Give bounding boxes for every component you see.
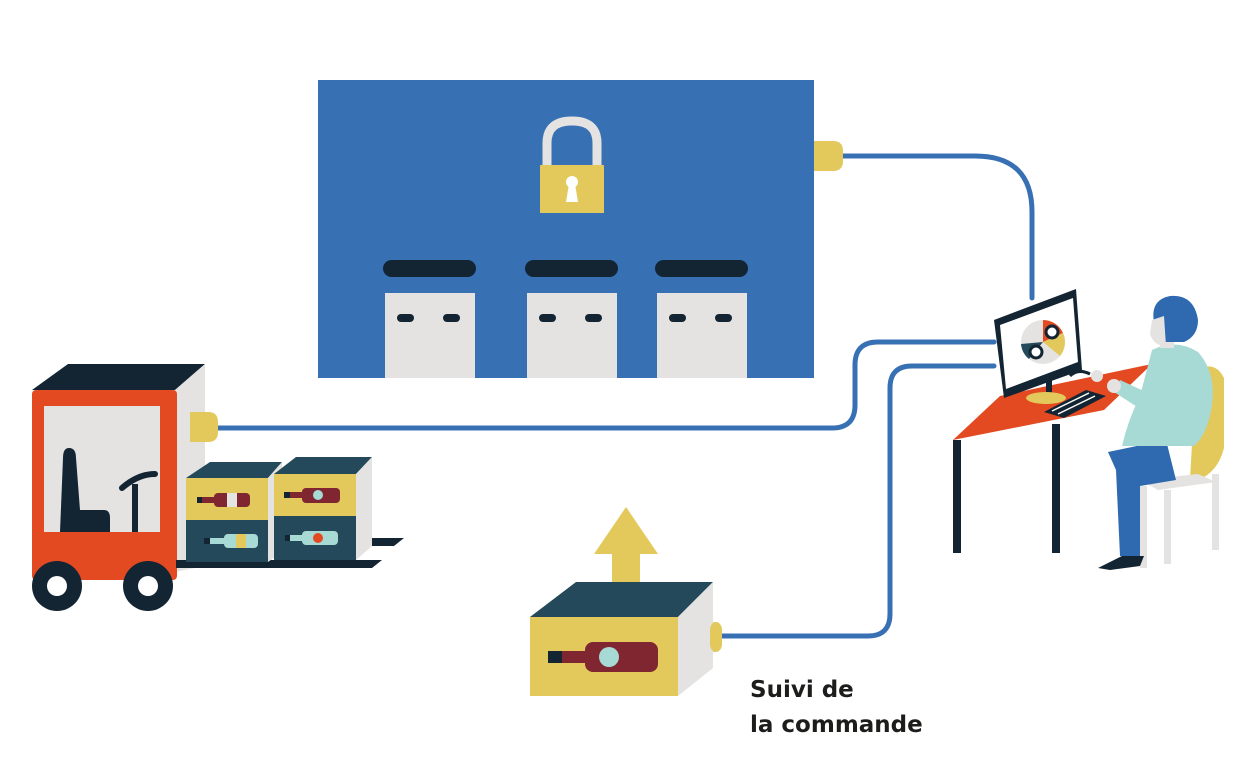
cable-forklift-to-computer: [215, 339, 997, 431]
padlock-icon: [540, 116, 604, 213]
wine-crate-icon: [186, 462, 282, 520]
cable-server-to-computer: [833, 153, 1035, 301]
caption-line-2: la commande: [750, 712, 923, 738]
order-box-icon: [530, 507, 722, 696]
network-cables: [215, 153, 1035, 639]
caption-line-1: Suivi de: [750, 677, 854, 703]
server-slot: [383, 260, 476, 378]
cable-box-to-computer: [719, 363, 997, 639]
arrow-up-icon: [594, 507, 658, 602]
server-vault-icon: [318, 80, 843, 378]
operator-person-icon: [1068, 295, 1213, 570]
server-connector: [814, 141, 843, 171]
wine-crate-icon: [274, 502, 372, 560]
computer-monitor-icon: [994, 289, 1106, 418]
wine-crate-icon: [274, 457, 372, 516]
wine-crates: [186, 457, 372, 562]
server-slot: [525, 260, 618, 378]
server-slot: [655, 260, 748, 378]
workstation: [953, 289, 1224, 570]
forklift-icon: [32, 364, 404, 611]
